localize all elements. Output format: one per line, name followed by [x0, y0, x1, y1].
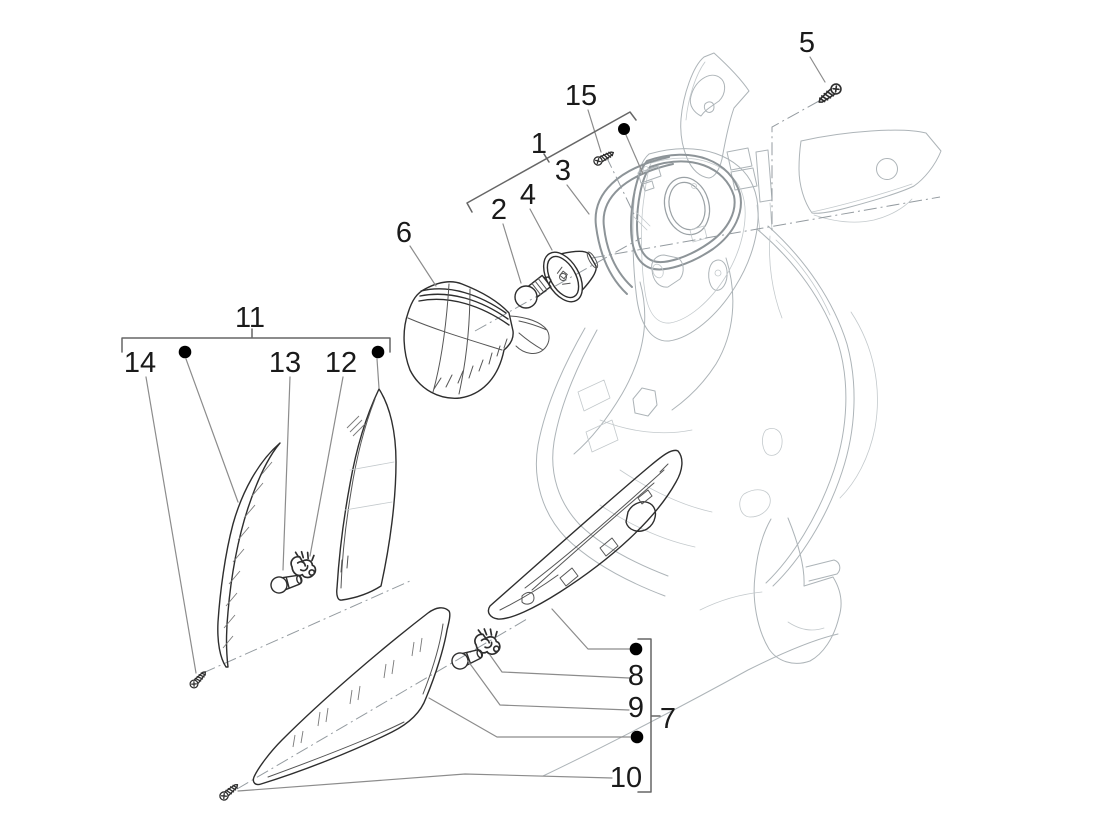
headlamp-assembly-art — [594, 148, 759, 342]
leader-dot-top — [625, 134, 644, 175]
callout-13-label[interactable]: 13 — [269, 347, 301, 379]
part-12-clamp — [289, 549, 317, 580]
callout-8-label[interactable]: 8 — [628, 660, 644, 692]
leader-dot-innerpanel — [551, 608, 631, 650]
callout-3-label[interactable]: 3 — [555, 155, 571, 187]
inner-front-panel — [487, 449, 683, 620]
reference-dot-bigpanel — [630, 730, 644, 744]
leader-2 — [502, 223, 522, 284]
callout-15-label[interactable]: 15 — [565, 80, 597, 112]
callout-7-label[interactable]: 7 — [660, 703, 676, 735]
part-5-screw — [815, 81, 844, 107]
reference-dot-innerpanel — [629, 642, 643, 656]
front-shield-edge — [757, 229, 847, 584]
headlamp-bezel — [630, 153, 742, 271]
leader-12 — [309, 376, 344, 557]
exploded-parts — [187, 81, 844, 803]
reference-dot-blade — [178, 345, 192, 359]
callouts: 1 2 3 4 5 6 7 8 9 10 11 12 13 14 15 — [121, 27, 826, 794]
leader-4 — [529, 208, 553, 251]
part-4-bulb-holder — [542, 250, 599, 303]
headlamp-axis — [591, 196, 941, 259]
left-panel — [336, 388, 397, 601]
emblem-hexagon — [632, 387, 658, 417]
bracket-group-11 — [121, 328, 391, 353]
leader-8 — [489, 654, 630, 679]
axis-centerlines — [202, 100, 941, 790]
part-6-side-arm — [509, 315, 550, 354]
callout-11-label[interactable]: 11 — [235, 302, 265, 334]
emblem-teardrop — [708, 259, 728, 291]
part-6-front-cover — [403, 281, 550, 399]
leader-10 — [237, 773, 613, 792]
leader-dot-panel12 — [376, 358, 380, 389]
callout-12-label[interactable]: 12 — [325, 347, 357, 379]
leader-9 — [467, 660, 630, 711]
leader-5 — [809, 56, 826, 83]
bottom-group-axis — [236, 618, 528, 790]
leader-13 — [282, 376, 291, 571]
leader-dot-bigpanel — [428, 697, 631, 738]
handlebar-cover-left-wing — [680, 52, 750, 179]
leader-dot-blade — [185, 358, 239, 503]
callout-14-label[interactable]: 14 — [124, 347, 156, 379]
scooter-body-art — [535, 52, 942, 777]
leader-3 — [566, 184, 590, 215]
headlamp-lens — [663, 176, 711, 236]
callout-2-label[interactable]: 2 — [491, 194, 507, 226]
bracket-group-7 — [637, 638, 661, 793]
callout-5-label[interactable]: 5 — [799, 27, 815, 59]
left-group-axis — [202, 580, 411, 674]
headlamp-housing — [632, 148, 759, 342]
part-10-screw — [217, 780, 241, 803]
reference-dot-panel12 — [371, 345, 385, 359]
callout-1-label[interactable]: 1 — [531, 128, 547, 160]
part-15-screw — [591, 148, 617, 168]
headlamp-screen — [594, 156, 670, 295]
part-2-bulb — [514, 274, 552, 309]
handlebar-cover-right-wing — [798, 129, 942, 214]
callout-9-label[interactable]: 9 — [628, 692, 644, 724]
lower-cowl — [753, 517, 842, 664]
callout-4-label[interactable]: 4 — [520, 179, 536, 211]
mirror-hole — [876, 158, 898, 180]
part-9-bulb — [449, 644, 486, 672]
leader-6 — [409, 245, 437, 287]
part-14-screw — [187, 668, 209, 691]
left-deflector-blade — [217, 442, 281, 668]
bracket-group-1 — [466, 111, 637, 213]
lower-shield-panel — [252, 607, 451, 786]
screw5-axis — [771, 100, 820, 232]
reference-dot-headlamp — [618, 123, 630, 135]
callout-10-label[interactable]: 10 — [610, 762, 642, 794]
screw15-axis — [605, 155, 635, 215]
leader-14 — [145, 376, 197, 674]
callout-6-label[interactable]: 6 — [396, 217, 412, 249]
